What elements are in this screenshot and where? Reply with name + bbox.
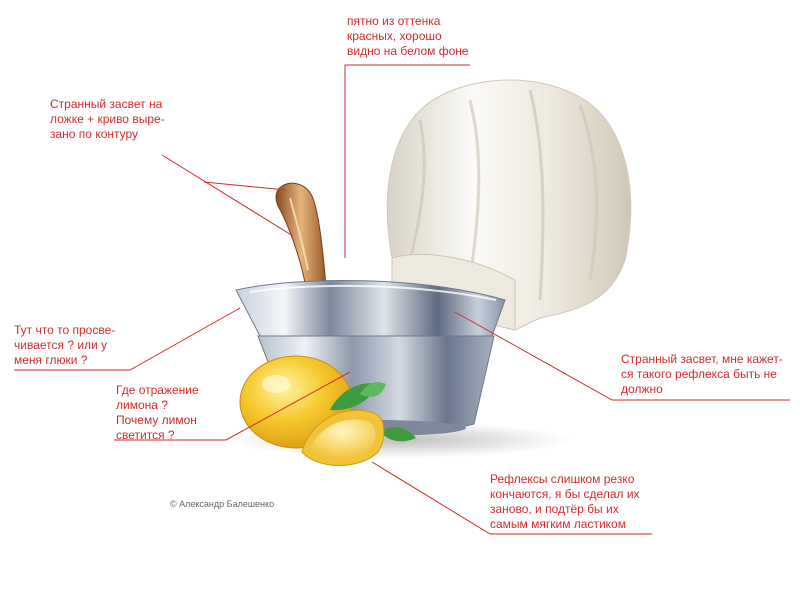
annotation-lemon-reflection: Где отражение лимона ? Почему лимон свет… [116, 383, 199, 442]
callout-lines [14, 64, 790, 535]
copyright-label: © Александр Балешенко [170, 499, 275, 509]
lemon-slice-illustration [301, 409, 385, 466]
mint-leaves-illustration [330, 382, 416, 442]
annotation-bowl-glare: Странный засвет, мне кажет- ся такого ре… [621, 352, 783, 396]
annotation-red-spot: пятно из оттенка красных, хорошо видно н… [347, 14, 469, 58]
annotation-spoon-glare: Странный засвет на ложке + криво выре- з… [50, 97, 165, 141]
annotation-see-through: Тут что то просве- чивается ? или у меня… [14, 323, 116, 367]
spoon-illustration [275, 182, 327, 289]
annotation-reflections-edge: Рефлексы слишком резко кончаются, я бы с… [490, 472, 640, 531]
